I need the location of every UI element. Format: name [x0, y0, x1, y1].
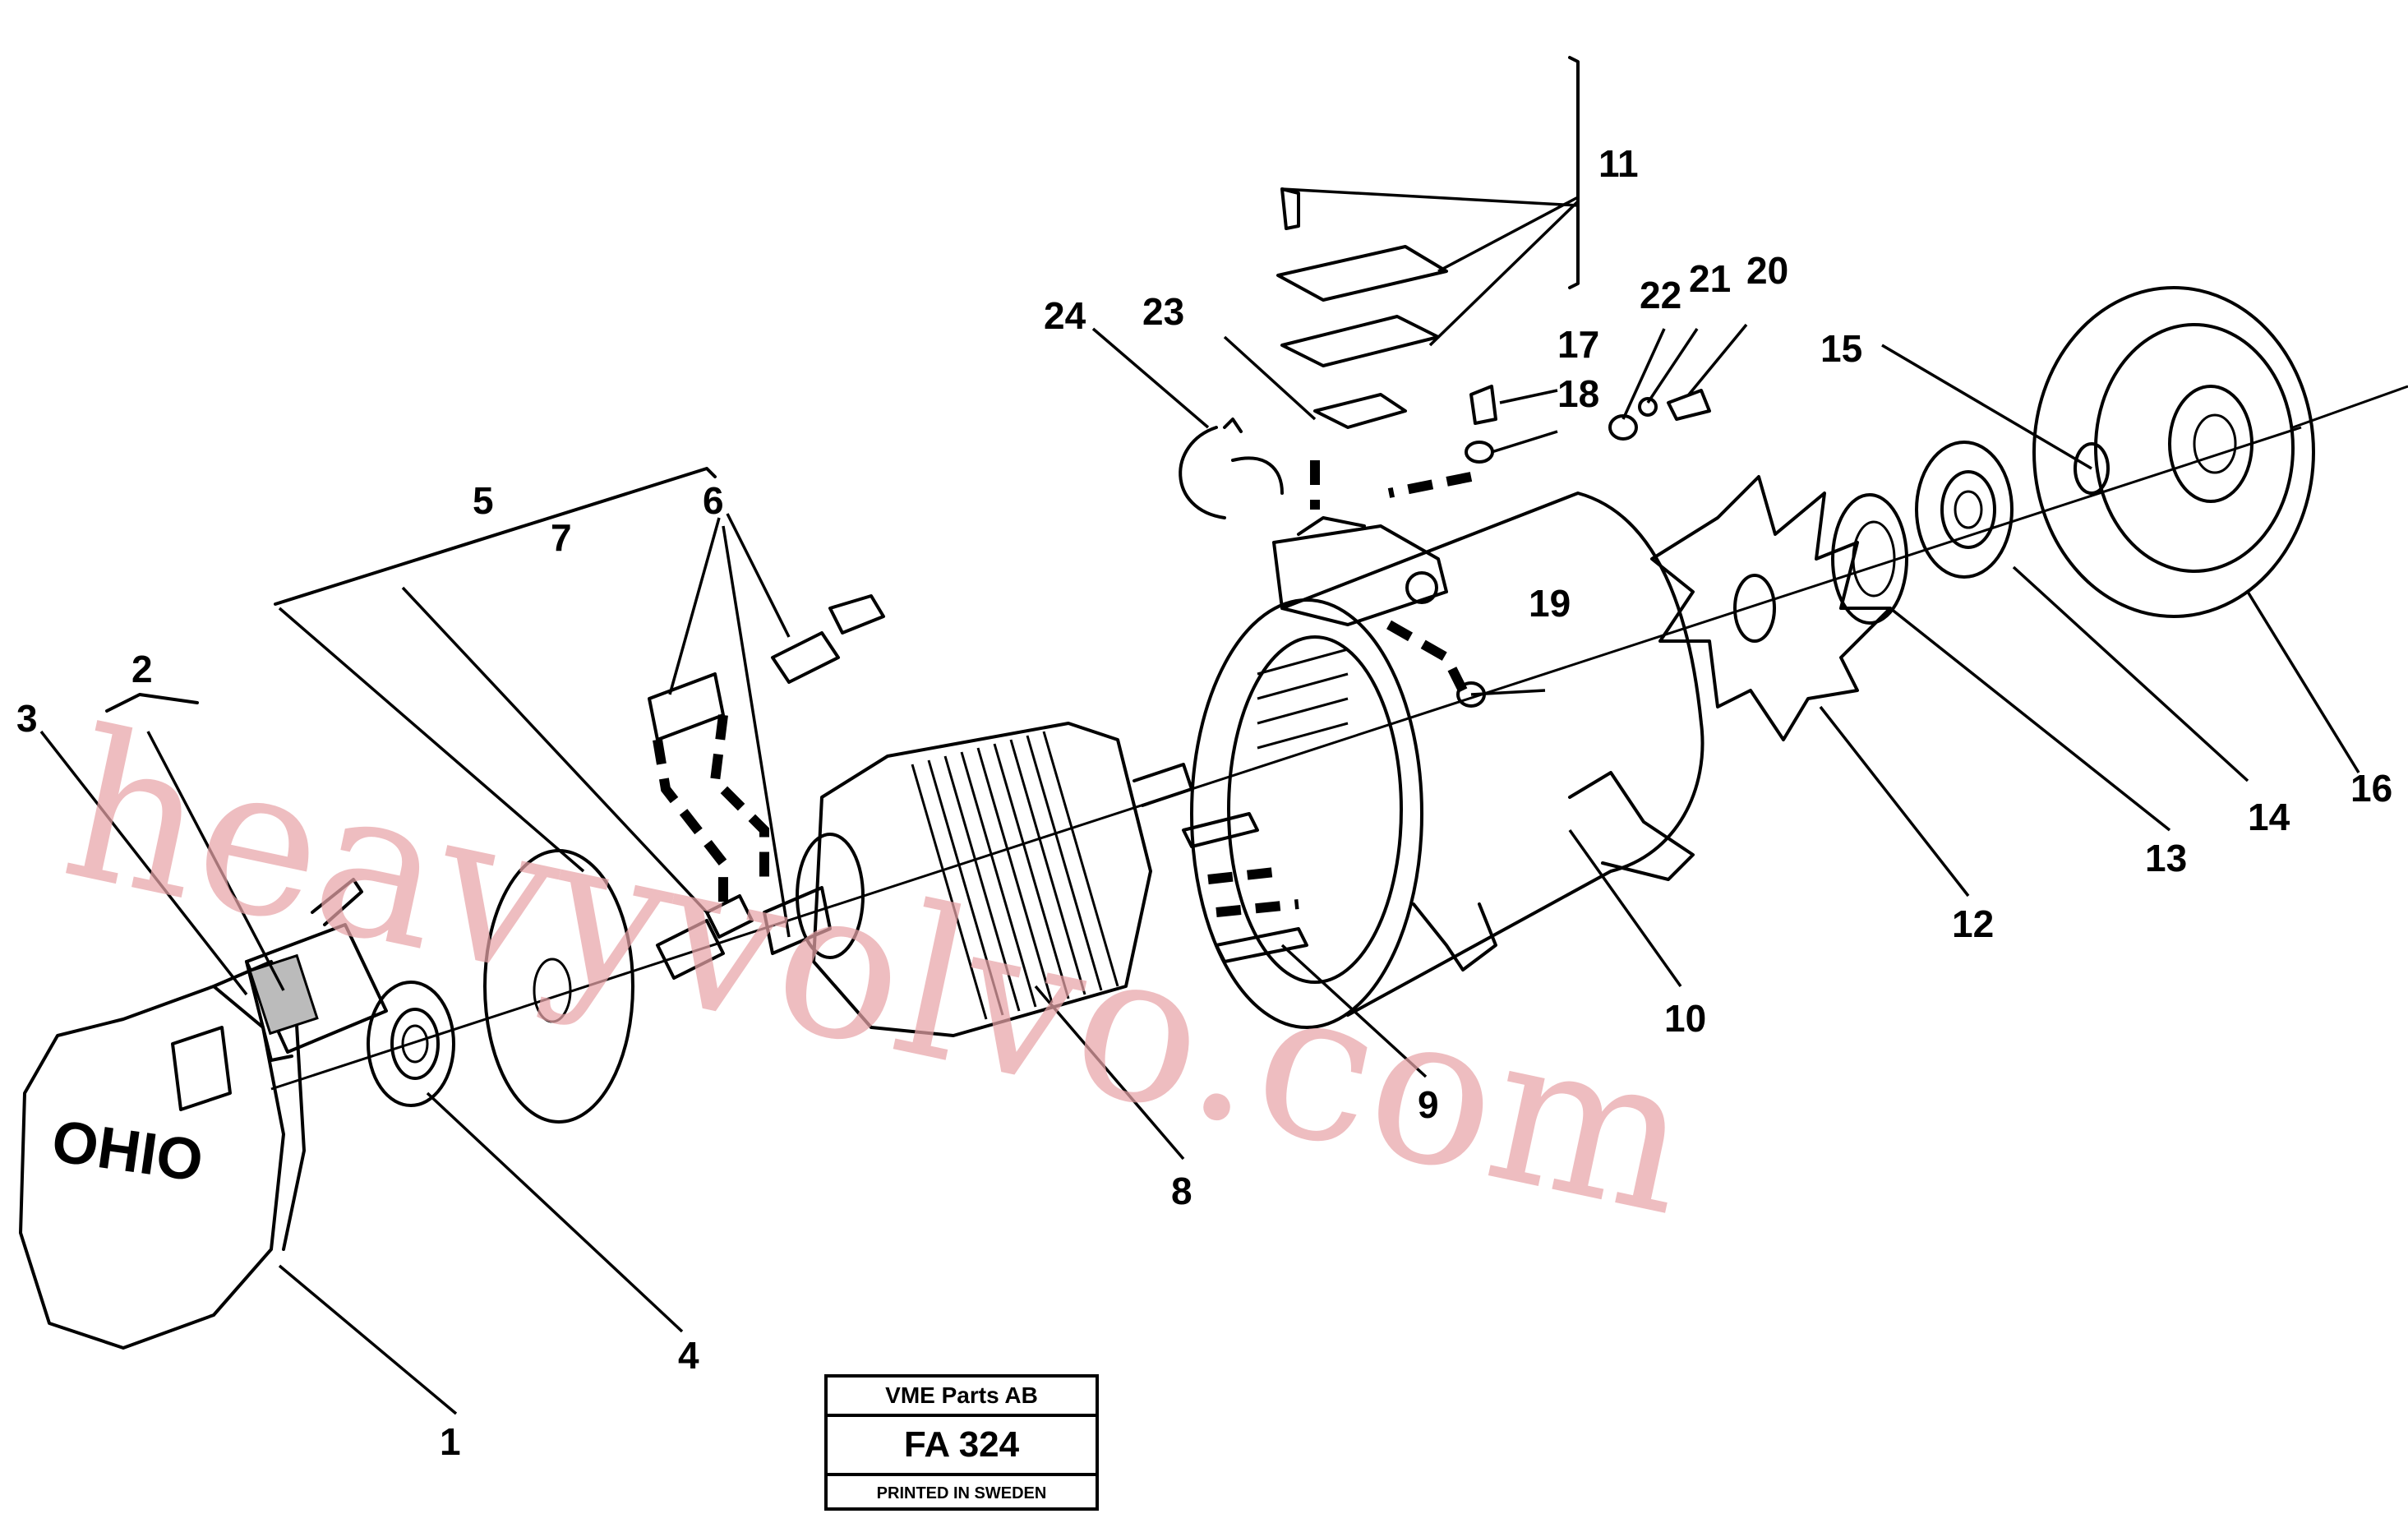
callout-14: 14 [2248, 796, 2290, 838]
title-stamp: VME Parts AB FA 324 PRINTED IN SWEDEN [824, 1374, 1099, 1511]
callout-labels: 1 2 3 4 5 6 7 8 9 10 11 12 13 14 15 16 1… [16, 142, 2392, 1463]
part-brush-plate [245, 878, 388, 1062]
group-brackets [105, 56, 1580, 713]
callout-4: 4 [678, 1334, 699, 1377]
callout-3: 3 [16, 697, 38, 740]
part-brush-holders [648, 594, 885, 980]
part-stator-housing [1190, 492, 1705, 1029]
callout-17: 17 [1557, 323, 1599, 366]
part-clip [1179, 418, 1284, 519]
part-bearing-front [367, 981, 455, 1107]
callout-22: 22 [1640, 274, 1681, 316]
callout-9: 9 [1418, 1083, 1439, 1126]
callout-7: 7 [551, 516, 572, 559]
part-terminal-box [1272, 187, 1473, 693]
part-snap-ring [2074, 442, 2110, 495]
part-seal-ring [1831, 493, 1908, 625]
callout-16: 16 [2350, 767, 2392, 810]
callout-18: 18 [1557, 372, 1599, 415]
part-bearing-rear [1915, 441, 2014, 579]
leader-lines [39, 187, 2360, 1415]
callout-12: 12 [1952, 902, 1994, 945]
callout-6: 6 [703, 479, 724, 522]
stamp-code: FA 324 [828, 1417, 1096, 1476]
callout-19: 19 [1529, 582, 1571, 625]
stamp-printed: PRINTED IN SWEDEN [876, 1484, 1047, 1502]
callout-21: 21 [1689, 257, 1731, 300]
armature-windings [911, 731, 1119, 1020]
callout-1: 1 [440, 1420, 461, 1463]
end-cover-brand-text: OHIO [48, 1108, 206, 1194]
part-fan [1650, 475, 1892, 741]
assembly-axis [270, 426, 2302, 1091]
callout-8: 8 [1171, 1170, 1192, 1212]
callout-11: 11 [1598, 142, 1639, 185]
callout-2: 2 [131, 648, 153, 690]
callout-23: 23 [1142, 290, 1184, 333]
part-pulley [2032, 286, 2408, 618]
callout-24: 24 [1044, 294, 1086, 337]
stamp-company: VME Parts AB [828, 1378, 1096, 1417]
callout-10: 10 [1664, 997, 1706, 1040]
callout-20: 20 [1746, 249, 1788, 292]
callout-13: 13 [2145, 837, 2187, 879]
callout-15: 15 [1820, 327, 1862, 370]
stator-inner-lines [1257, 648, 1349, 750]
part-armature [763, 722, 1193, 1037]
callout-5: 5 [473, 479, 494, 522]
